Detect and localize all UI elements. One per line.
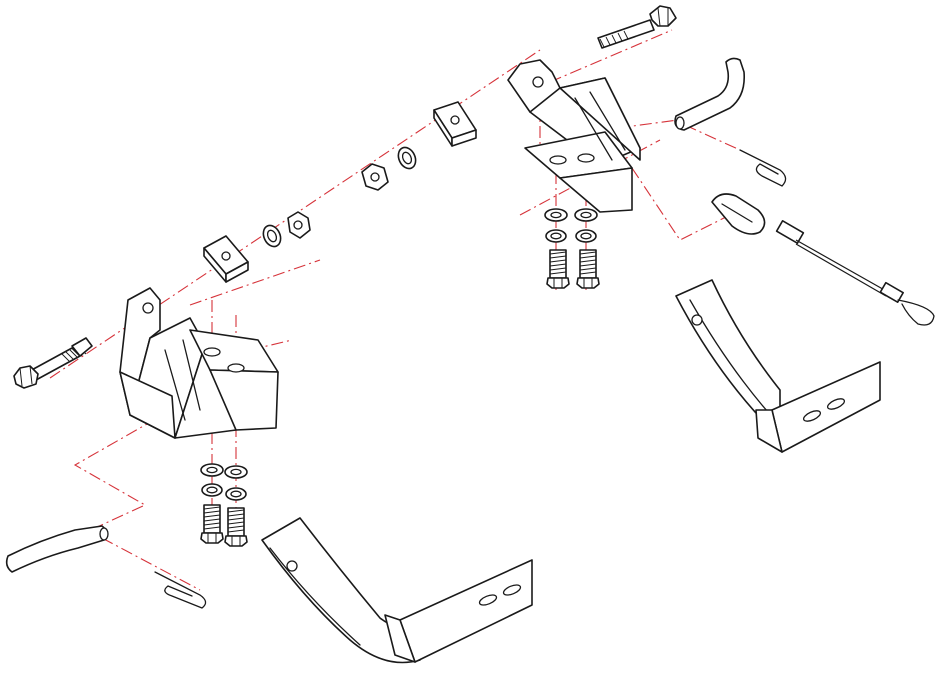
- right-hitch-pin: [674, 57, 746, 131]
- left-mount-bracket: [119, 287, 279, 439]
- right-carriage-bolts: [544, 208, 600, 289]
- left-hitch-pin: [5, 525, 109, 573]
- right-square-plate: [433, 101, 477, 147]
- right-hex-nut: [361, 163, 389, 191]
- right-step-arm: [675, 279, 881, 453]
- left-step-arm: [261, 517, 533, 664]
- right-mount-bracket: [507, 59, 641, 213]
- right-hex-bolt: [597, 5, 677, 49]
- right-lock-washer: [397, 146, 417, 170]
- left-square-plate: [203, 235, 249, 283]
- left-lock-washer: [262, 224, 282, 248]
- right-hair-pin-clip: [739, 149, 787, 187]
- left-hex-nut: [287, 211, 311, 239]
- left-hair-pin-clip: [154, 571, 207, 609]
- safety-cable: [711, 193, 935, 326]
- left-carriage-bolts: [200, 463, 248, 547]
- left-hex-bolt: [13, 337, 93, 389]
